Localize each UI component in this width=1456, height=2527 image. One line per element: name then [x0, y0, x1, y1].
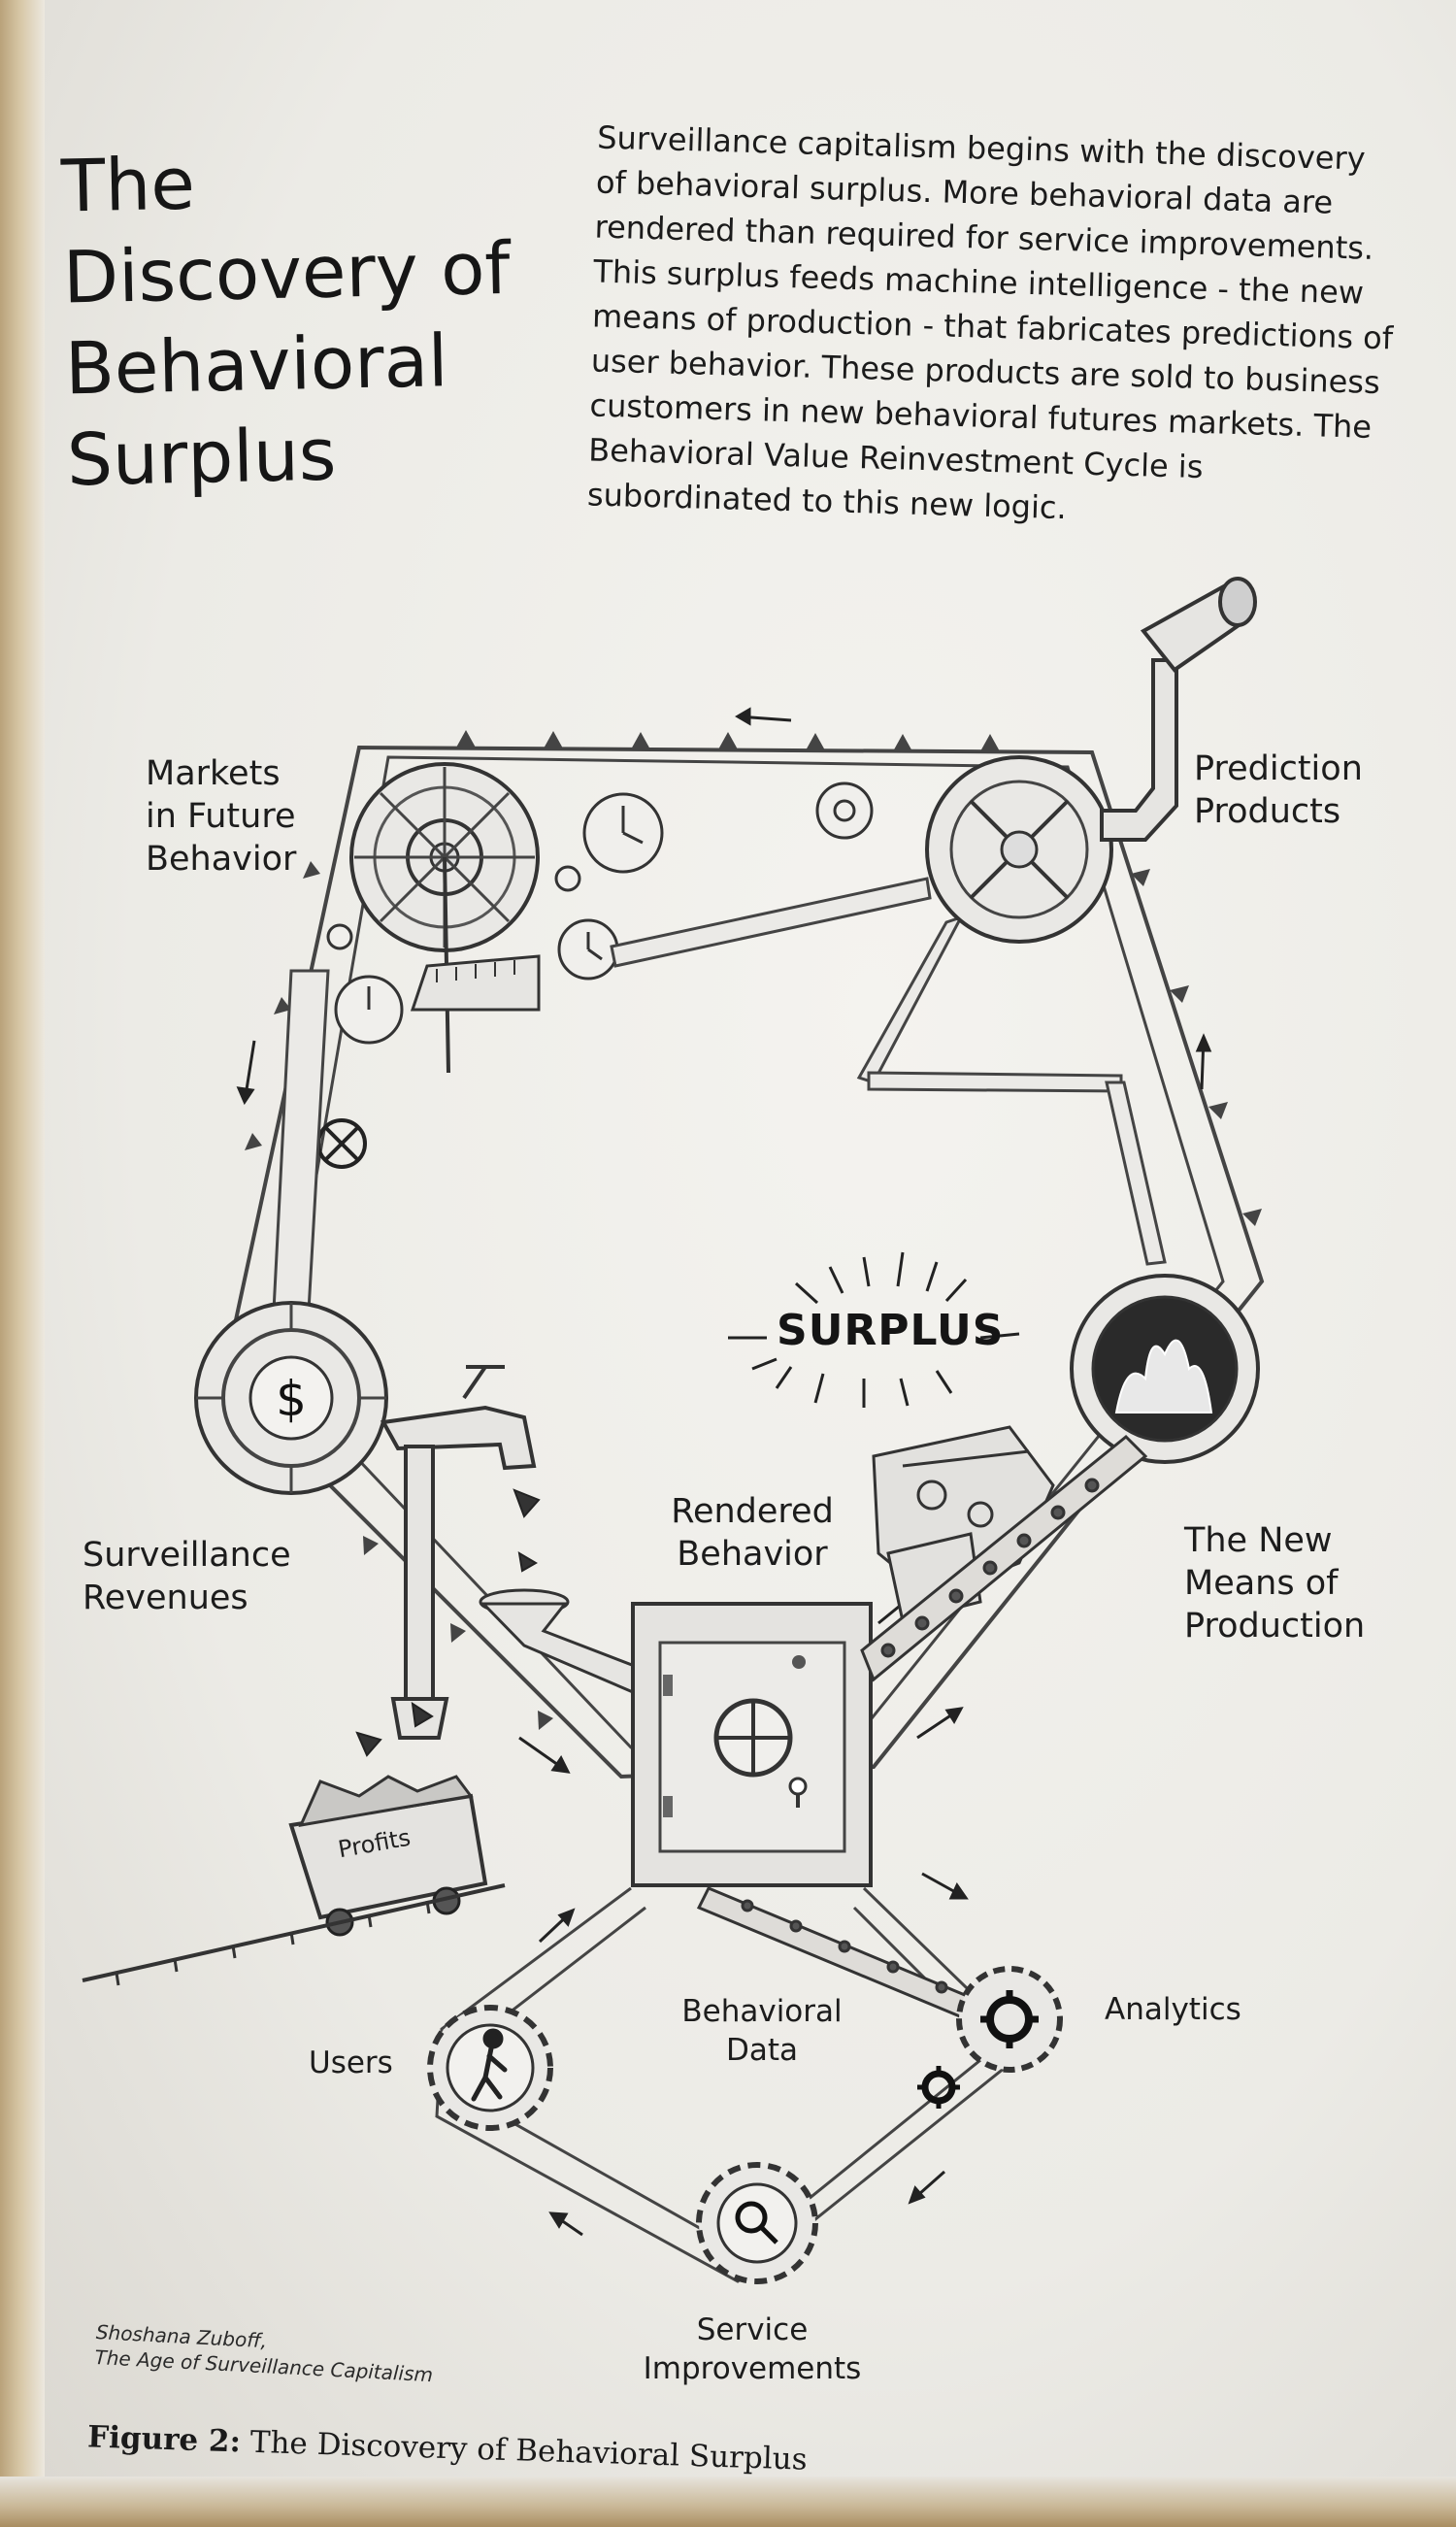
- book-spine-shadow: [0, 0, 45, 2527]
- revenues-gear-icon: $: [194, 1301, 388, 1495]
- label-service: Service Improvements: [643, 2312, 862, 2386]
- label-prediction: Prediction Products: [1194, 749, 1363, 831]
- walking-person-icon: [471, 2028, 508, 2102]
- label-users: Users: [309, 2045, 393, 2080]
- valve-wheel-icon: [316, 1118, 367, 1169]
- magnifier-icon: [735, 2201, 778, 2244]
- analytics-gear-icon: [956, 1966, 1063, 2073]
- connecting-rods: [272, 877, 1167, 1313]
- label-analytics: Analytics: [1105, 1992, 1241, 2027]
- service-gear-icon: [696, 2162, 818, 2284]
- production-chain: [860, 1434, 1148, 1682]
- gem-icons: [355, 1488, 541, 1757]
- label-behavioral-data: Behavioral Data: [681, 1994, 843, 2068]
- funnel-icon: [479, 1588, 672, 1706]
- gauge-icon: [410, 954, 541, 1012]
- small-gear-icon: [917, 2066, 960, 2109]
- user-gear-icon: [427, 2005, 553, 2131]
- faucet-icon: [380, 1365, 537, 1740]
- periscope-pipe-icon: [1100, 577, 1257, 842]
- cart-track: [82, 1883, 506, 1986]
- caption-prefix: Figure 2:: [86, 2419, 242, 2460]
- prediction-gear-icon: [925, 755, 1113, 944]
- fire-icon: [1114, 1339, 1213, 1413]
- clock-icons: [326, 781, 874, 1045]
- flow-arrow-icons: [236, 707, 1212, 2237]
- surplus-burst: [728, 1251, 1020, 1408]
- markets-gear-icon: [349, 762, 540, 1074]
- page-edge: [0, 2477, 1456, 2527]
- label-surplus: SURPLUS: [777, 1306, 1005, 1355]
- label-revenues: Surveillance Revenues: [83, 1536, 291, 1617]
- label-means: The New Means of Production: [1184, 1521, 1366, 1646]
- label-markets: Markets in Future Behavior: [146, 754, 297, 879]
- fire-gear-icon: [1070, 1274, 1260, 1464]
- profits-cart-icon: [288, 1775, 488, 1937]
- dollar-icon: $: [276, 1371, 307, 1427]
- belt-teeth: [245, 730, 1262, 1730]
- label-rendered: Rendered Behavior: [671, 1492, 834, 1574]
- safe-icon: [631, 1602, 873, 1887]
